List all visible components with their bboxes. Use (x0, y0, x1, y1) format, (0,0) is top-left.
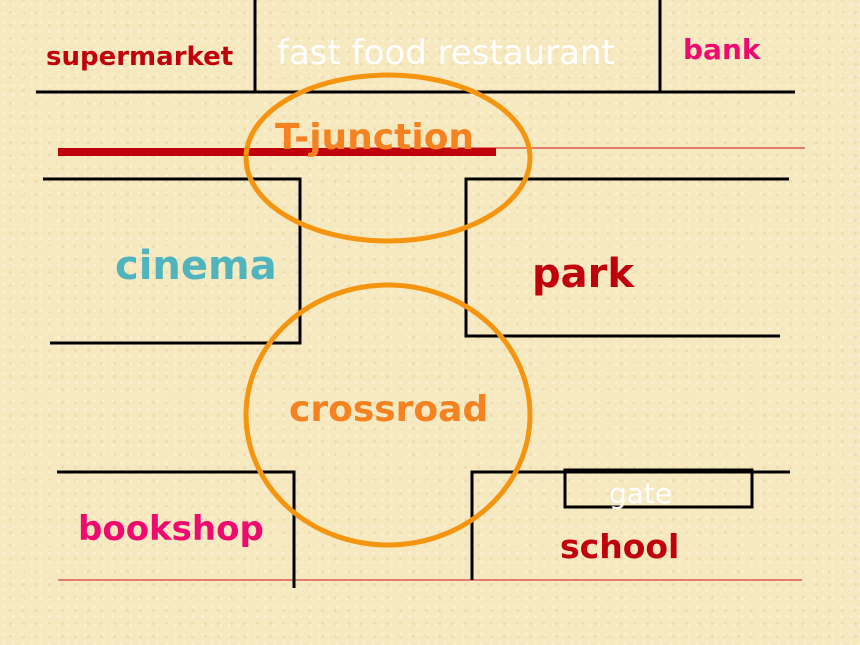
gate-box (563, 468, 754, 509)
highlight-circles (243, 72, 533, 548)
t-junction-label: T-junction (275, 117, 475, 158)
bookshop-block-outline (57, 470, 296, 588)
cinema-label: cinema (115, 243, 277, 289)
red-highlight-bar (58, 148, 496, 156)
park-label: park (532, 251, 634, 297)
supermarket-label: supermarket (46, 42, 234, 72)
school-label: school (560, 527, 680, 566)
cinema-block-outline (43, 177, 302, 345)
bank-label: bank (683, 33, 761, 66)
school-block-outline (470, 470, 790, 580)
street-lines (36, 0, 795, 588)
crossroad-label: crossroad (289, 389, 489, 430)
gate-label: gate (609, 477, 673, 510)
t-junction-circle (243, 72, 533, 244)
park-block-outline (464, 177, 789, 338)
crossroad-circle (243, 282, 533, 548)
bookshop-label: bookshop (78, 509, 264, 549)
fast-food-restaurant-label: fast food restaurant (277, 33, 615, 73)
